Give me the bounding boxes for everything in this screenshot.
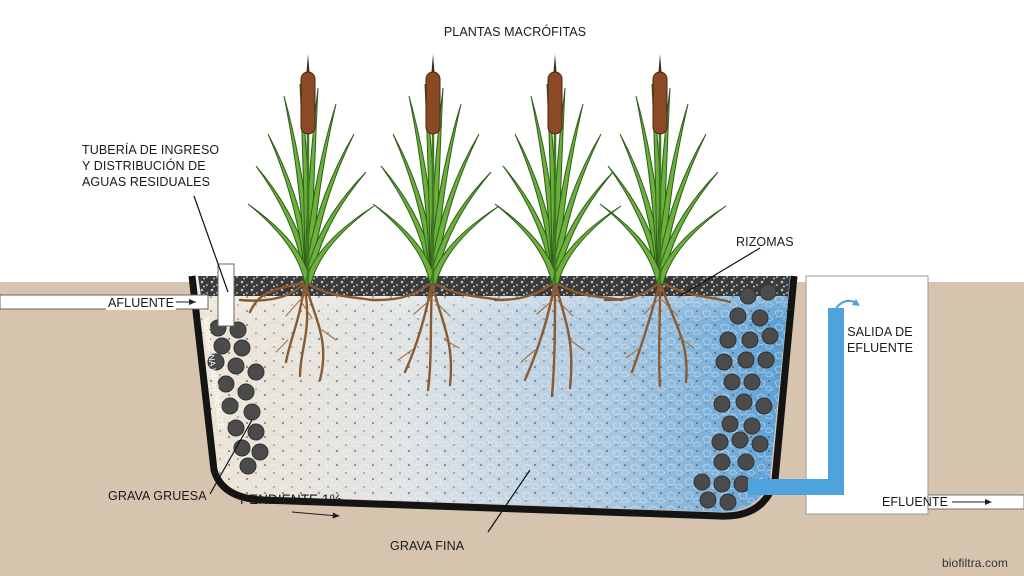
rhizome-roots — [238, 280, 732, 398]
macrophyte-plants — [247, 54, 727, 285]
rhizomes-label: RIZOMAS — [736, 235, 794, 249]
cattail-plant — [247, 54, 375, 285]
impermeable-membrane — [188, 275, 798, 520]
slope-label: PENDIENTE 1% — [240, 492, 342, 507]
plants-title: PLANTAS MACRÓFITAS — [443, 25, 587, 39]
effluent-label: EFLUENTE — [882, 495, 949, 509]
cattail-plant — [494, 54, 622, 285]
inlet-pipe-label-line2: Y DISTRIBUCIÓN DE — [82, 159, 206, 173]
inlet-pipe-label-line1: TUBERÍA DE INGRESO — [82, 143, 220, 157]
cattail-plant — [372, 54, 500, 285]
leader-lines — [193, 195, 761, 533]
outlet-label-line1: SALIDA DE — [847, 325, 913, 339]
outlet-label-line2: EFLUENTE — [846, 341, 914, 355]
fine-gravel-label: GRAVA FINA — [390, 539, 465, 553]
surface-gravel-layer — [198, 276, 790, 296]
inlet-distribution-pipe — [217, 263, 235, 327]
influent-label: AFLUENTE — [106, 296, 177, 310]
outlet-label: SALIDA DE EFLUENTE — [840, 324, 920, 356]
coarse-gravel-left — [207, 319, 269, 475]
slope-arrow — [291, 511, 339, 517]
inlet-pipe-label: TUBERÍA DE INGRESO Y DISTRIBUCIÓN DE AGU… — [82, 142, 242, 190]
credit-text: biofiltra.com — [942, 556, 1008, 570]
coarse-gravel-label: GRAVA GRUESA — [108, 489, 207, 503]
cattail-plant — [599, 54, 727, 285]
coarse-gravel-right — [693, 283, 779, 511]
outlet-chamber — [805, 275, 929, 515]
outlet-pipe — [748, 308, 844, 495]
inlet-pipe-label-line3: AGUAS RESIDUALES — [82, 175, 211, 189]
